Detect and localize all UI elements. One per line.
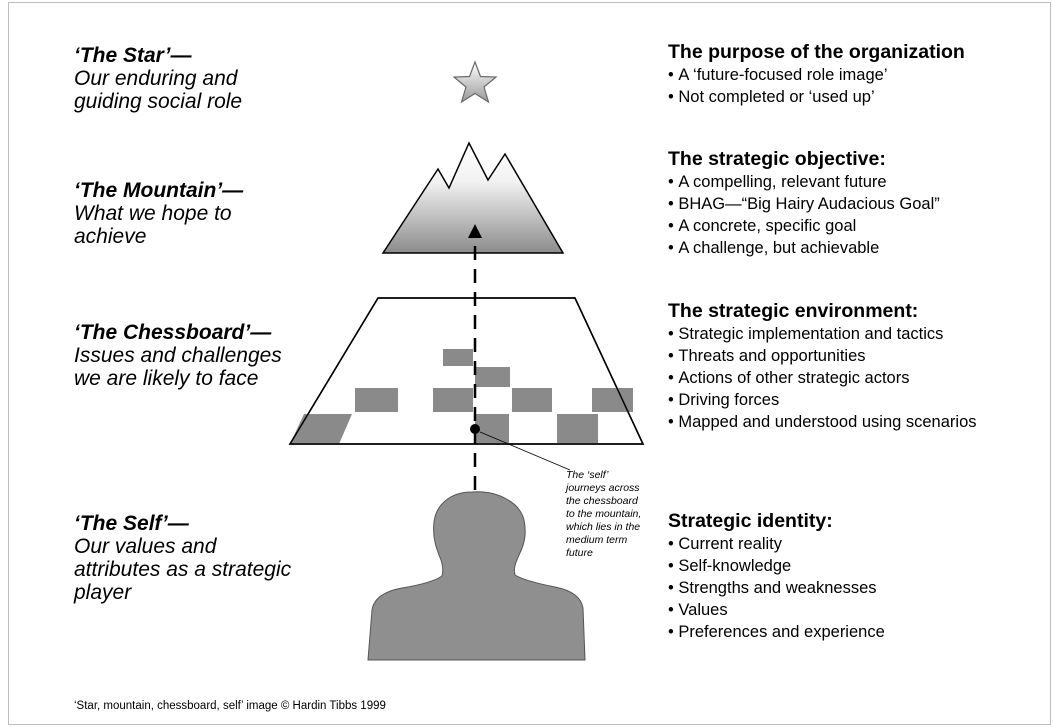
- list-item: Strengths and weaknesses: [668, 577, 885, 599]
- self-title: ‘The Self’—: [74, 512, 189, 535]
- list-item: Strategic implementation and tactics: [668, 323, 977, 345]
- objective-block: The strategic objective: A compelling, r…: [668, 147, 940, 259]
- annotation-line: the chessboard: [566, 495, 638, 507]
- annotation-line: medium term: [566, 534, 628, 546]
- mountain-heading: ‘The Mountain’— What we hope to achieve: [74, 179, 243, 248]
- chessboard-icon: [288, 297, 645, 445]
- callout-line: [479, 431, 571, 471]
- self-heading: ‘The Self’— Our values and attributes as…: [74, 512, 291, 604]
- list-item: Not completed or ‘used up’: [668, 86, 965, 108]
- self-marker: [470, 424, 480, 434]
- diagram-frame: [8, 2, 1051, 725]
- star-desc-line-1: Our enduring and: [74, 67, 238, 90]
- annotation-line: future: [566, 547, 593, 559]
- mountain-title: ‘The Mountain’—: [74, 179, 244, 202]
- star-icon: [452, 60, 498, 104]
- identity-block: Strategic identity: Current reality Self…: [668, 509, 885, 643]
- arrowhead-icon: [468, 224, 482, 238]
- list-item: A ‘future-focused role image’: [668, 64, 965, 86]
- person-silhouette-icon: [367, 491, 586, 661]
- star-title: ‘The Star’—: [74, 44, 192, 67]
- annotation-line: which lies in the: [566, 521, 641, 533]
- environment-list: Strategic implementation and tactics Thr…: [668, 323, 977, 433]
- list-item: Driving forces: [668, 389, 977, 411]
- list-item: A compelling, relevant future: [668, 171, 940, 193]
- purpose-block: The purpose of the organization A ‘futur…: [668, 40, 965, 108]
- self-desc-line-2: attributes as a strategic: [74, 558, 292, 581]
- copyright-notice: ‘Star, mountain, chessboard, self’ image…: [74, 700, 386, 712]
- self-desc-line-3: player: [74, 581, 132, 604]
- list-item: Mapped and understood using scenarios: [668, 411, 976, 433]
- chessboard-desc-line-2: we are likely to face: [74, 367, 259, 390]
- list-item: Threats and opportunities: [668, 345, 977, 367]
- list-item: Current reality: [668, 533, 885, 555]
- mountain-desc-line-1: What we hope to: [74, 202, 232, 225]
- list-item: Self-knowledge: [668, 555, 885, 577]
- annotation-line: journeys across: [566, 482, 640, 494]
- identity-list: Current reality Self-knowledge Strengths…: [668, 533, 885, 643]
- purpose-list: A ‘future-focused role image’ Not comple…: [668, 64, 965, 108]
- list-item: Actions of other strategic actors: [668, 367, 977, 389]
- list-item: Preferences and experience: [668, 621, 884, 643]
- list-item: BHAG—“Big Hairy Audacious Goal”: [668, 193, 939, 215]
- star-heading: ‘The Star’— Our enduring and guiding soc…: [74, 44, 242, 113]
- chessboard-heading: ‘The Chessboard’— Issues and challenges …: [74, 321, 282, 390]
- purpose-heading: The purpose of the organization: [668, 41, 965, 63]
- environment-heading: The strategic environment:: [668, 300, 919, 322]
- chessboard-desc-line-1: Issues and challenges: [74, 344, 282, 367]
- identity-heading: Strategic identity:: [668, 510, 833, 532]
- annotation-line: The ‘self’: [566, 469, 609, 481]
- star-desc-line-2: guiding social role: [74, 90, 243, 113]
- environment-block: The strategic environment: Strategic imp…: [668, 299, 977, 433]
- list-item: A concrete, specific goal: [668, 215, 940, 237]
- chessboard-title: ‘The Chessboard’—: [74, 321, 272, 344]
- self-desc-line-1: Our values and: [74, 535, 217, 558]
- mountain-icon: [381, 141, 565, 254]
- journey-annotation: The ‘self’ journeys across the chessboar…: [566, 469, 674, 560]
- list-item: A challenge, but achievable: [668, 237, 940, 259]
- list-item: Values: [668, 599, 885, 621]
- objective-heading: The strategic objective:: [668, 148, 886, 170]
- mountain-desc-line-2: achieve: [74, 225, 147, 248]
- annotation-line: to the mountain,: [566, 508, 642, 520]
- objective-list: A compelling, relevant future BHAG—“Big …: [668, 171, 940, 259]
